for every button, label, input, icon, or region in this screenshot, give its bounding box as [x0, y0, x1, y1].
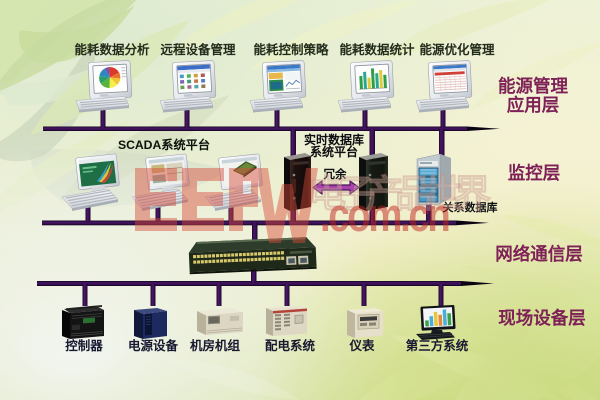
svg-text:网络通信层: 网络通信层	[495, 244, 583, 264]
svg-text:系统平台: 系统平台	[310, 144, 358, 159]
svg-text:仪表: 仪表	[348, 338, 375, 353]
svg-text:电子产品世界: 电子产品世界	[308, 174, 491, 216]
svg-text:监控层: 监控层	[508, 163, 561, 183]
svg-text:电源设备: 电源设备	[128, 338, 179, 353]
svg-text:能耗数据分析: 能耗数据分析	[74, 42, 150, 57]
svg-text:关系数据库: 关系数据库	[443, 200, 498, 214]
svg-text:现场设备层: 现场设备层	[498, 308, 586, 328]
svg-text:能耗数据统计: 能耗数据统计	[339, 42, 415, 57]
svg-text:能源管理: 能源管理	[498, 76, 568, 96]
svg-text:配电系统: 配电系统	[265, 338, 316, 353]
svg-text:远程设备管理: 远程设备管理	[160, 42, 236, 57]
svg-text:应用层: 应用层	[507, 95, 560, 115]
svg-text:机房机组: 机房机组	[190, 338, 241, 353]
svg-text:能耗控制策略: 能耗控制策略	[253, 42, 329, 57]
svg-text:实时数据库: 实时数据库	[304, 132, 364, 147]
svg-text:能源优化管理: 能源优化管理	[419, 42, 495, 57]
svg-text:冗余: 冗余	[323, 167, 347, 181]
svg-text:SCADA系统平台: SCADA系统平台	[118, 137, 210, 152]
svg-text:第三方系统: 第三方系统	[406, 338, 469, 353]
svg-text:控制器: 控制器	[65, 338, 103, 353]
svg-text:.com.cn: .com.cn	[320, 189, 449, 241]
